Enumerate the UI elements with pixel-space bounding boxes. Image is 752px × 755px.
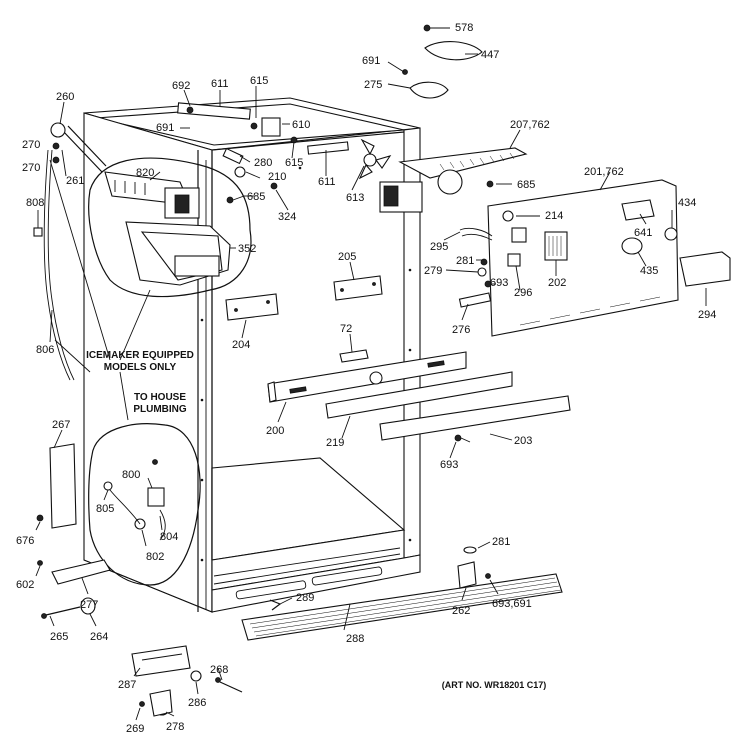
label-611a: 611 bbox=[211, 78, 229, 90]
label-281a: 281 bbox=[456, 255, 474, 267]
label-611b: 611 bbox=[318, 176, 336, 188]
label-288: 288 bbox=[346, 633, 364, 645]
control-panel-201 bbox=[458, 179, 679, 337]
label-693b: 693 bbox=[440, 459, 458, 471]
label-286: 286 bbox=[188, 697, 206, 709]
label-435: 435 bbox=[640, 265, 658, 277]
label-281b: 281 bbox=[492, 536, 510, 548]
label-692: 692 bbox=[172, 80, 190, 92]
icemaker-assembly bbox=[104, 171, 231, 286]
label-808: 808 bbox=[26, 197, 44, 209]
label-277: 277 bbox=[80, 599, 98, 611]
label-265: 265 bbox=[50, 631, 68, 643]
label-641: 641 bbox=[634, 227, 652, 239]
label-202: 202 bbox=[548, 277, 566, 289]
part-808 bbox=[33, 227, 43, 237]
label-294: 294 bbox=[698, 309, 716, 321]
label-613: 613 bbox=[346, 192, 364, 204]
lower-parts bbox=[36, 443, 563, 717]
leader-lines bbox=[35, 27, 707, 721]
label-447: 447 bbox=[481, 49, 499, 61]
label-278: 278 bbox=[166, 721, 184, 733]
label-804: 804 bbox=[160, 531, 178, 543]
plumbing-note-line1: TO HOUSE bbox=[134, 392, 186, 403]
label-204: 204 bbox=[232, 339, 250, 351]
label-434: 434 bbox=[678, 197, 696, 209]
label-200: 200 bbox=[266, 425, 284, 437]
label-324: 324 bbox=[278, 211, 296, 223]
icemaker-note-line2: MODELS ONLY bbox=[104, 362, 177, 373]
label-203: 203 bbox=[514, 435, 532, 447]
label-214: 214 bbox=[545, 210, 563, 222]
label-260: 260 bbox=[56, 91, 74, 103]
art-number: (ART NO. WR18201 C17) bbox=[442, 680, 547, 690]
label-72: 72 bbox=[340, 323, 352, 335]
plumbing-note-line2: PLUMBING bbox=[133, 404, 187, 415]
fan-blade-613 bbox=[358, 138, 392, 180]
label-261: 261 bbox=[66, 175, 84, 187]
label-270a: 270 bbox=[22, 139, 40, 151]
label-685a: 685 bbox=[247, 191, 265, 203]
label-201-762: 201,762 bbox=[584, 166, 624, 178]
part-294-cover bbox=[679, 251, 731, 287]
label-615b: 615 bbox=[285, 157, 303, 169]
label-806: 806 bbox=[36, 344, 54, 356]
label-693a: 693 bbox=[490, 277, 508, 289]
label-352: 352 bbox=[238, 243, 256, 255]
label-262: 262 bbox=[452, 605, 470, 617]
icemaker-group-outline bbox=[88, 157, 252, 298]
label-676: 676 bbox=[16, 535, 34, 547]
label-602: 602 bbox=[16, 579, 34, 591]
label-287: 287 bbox=[118, 679, 136, 691]
fill-tube-assembly bbox=[50, 122, 107, 173]
water-line-806 bbox=[43, 149, 71, 381]
label-820: 820 bbox=[136, 167, 154, 179]
label-276: 276 bbox=[452, 324, 470, 336]
label-805: 805 bbox=[96, 503, 114, 515]
label-289: 289 bbox=[296, 592, 314, 604]
label-693-691: 693,691 bbox=[492, 598, 532, 610]
label-691a: 691 bbox=[362, 55, 380, 67]
label-691b: 691 bbox=[156, 122, 174, 134]
label-269: 269 bbox=[126, 723, 144, 735]
label-219: 219 bbox=[326, 437, 344, 449]
label-270b: 270 bbox=[22, 162, 40, 174]
label-295: 295 bbox=[430, 241, 448, 253]
label-210: 210 bbox=[268, 171, 286, 183]
label-800: 800 bbox=[122, 469, 140, 481]
label-267: 267 bbox=[52, 419, 70, 431]
label-802: 802 bbox=[146, 551, 164, 563]
label-578: 578 bbox=[455, 22, 473, 34]
interior-parts bbox=[225, 275, 571, 443]
label-280: 280 bbox=[254, 157, 272, 169]
top-hardware bbox=[177, 24, 528, 213]
part-labels: 578 447 691 275 692 611 615 260 691 610 … bbox=[16, 22, 716, 735]
label-279: 279 bbox=[424, 265, 442, 277]
label-610: 610 bbox=[292, 119, 310, 131]
label-615a: 615 bbox=[250, 75, 268, 87]
icemaker-note-line1: ICEMAKER EQUIPPED bbox=[86, 350, 194, 361]
label-268: 268 bbox=[210, 664, 228, 676]
label-275: 275 bbox=[364, 79, 382, 91]
label-264: 264 bbox=[90, 631, 108, 643]
label-296: 296 bbox=[514, 287, 532, 299]
label-205: 205 bbox=[338, 251, 356, 263]
label-207-762: 207,762 bbox=[510, 119, 550, 131]
label-685b: 685 bbox=[517, 179, 535, 191]
plumbing-group-outline bbox=[88, 423, 201, 586]
